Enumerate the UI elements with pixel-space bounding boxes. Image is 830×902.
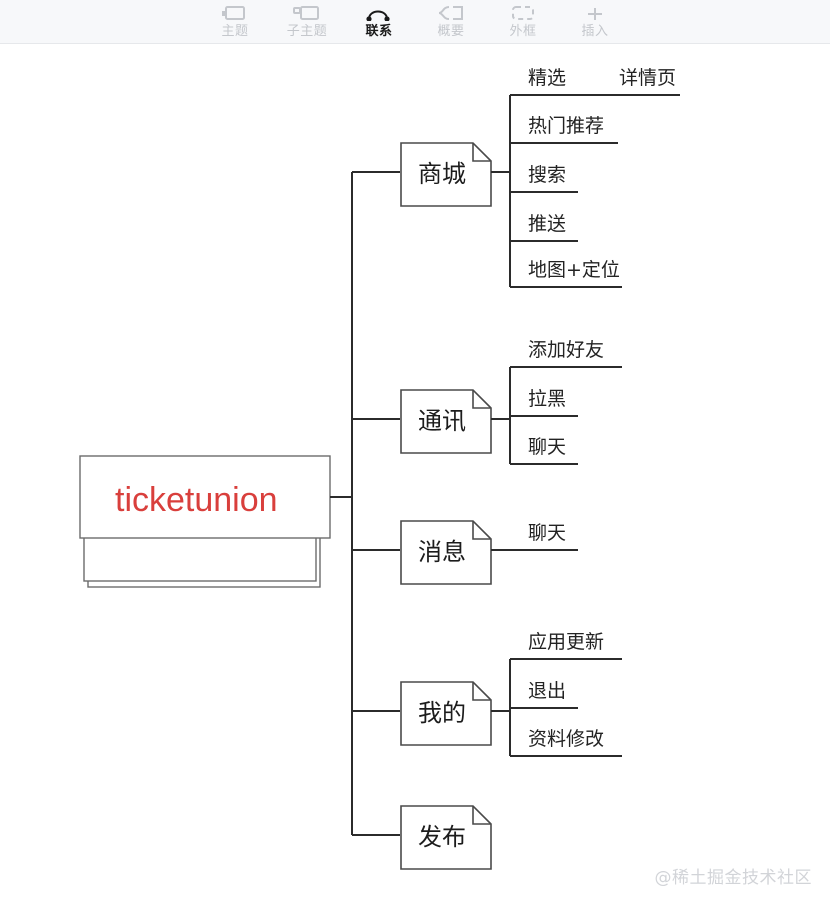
leaf-label-map-location: 地图+定位 [528, 259, 620, 281]
leaf-label-blacklist: 拉黑 [528, 388, 567, 410]
leaf-label-add-friend: 添加好友 [528, 339, 605, 361]
branch-label-shop: 商城 [418, 160, 466, 188]
branch-node-publish[interactable] [400, 805, 492, 870]
leaf-label-hot-recommend: 热门推荐 [528, 115, 605, 137]
topic-icon [221, 5, 249, 21]
insert-icon [581, 5, 609, 21]
mindmap-graphics [79, 94, 680, 870]
leaf-label-chat-msg: 聊天 [528, 522, 567, 544]
leaf-label-edit-profile: 资料修改 [528, 728, 605, 750]
branch-node-message[interactable] [400, 520, 492, 585]
toolbar-item-boundary-label: 外框 [509, 23, 537, 38]
toolbar-item-summary-label: 概要 [437, 23, 465, 38]
branch-node-communication[interactable] [400, 389, 492, 454]
toolbar-item-subtopic[interactable]: 子主题 [271, 0, 343, 43]
leaf-label-logout: 退出 [528, 680, 567, 702]
branch-node-shop[interactable] [400, 142, 492, 207]
root-node-label: ticketunion [115, 481, 278, 519]
toolbar-item-topic[interactable]: 主题 [199, 0, 271, 43]
leaf-label-chat-comm: 聊天 [528, 436, 567, 458]
communication-child-connectors [491, 366, 622, 465]
toolbar: 主题 子主题 联系 [0, 0, 830, 44]
toolbar-item-relation-label: 联系 [365, 23, 393, 38]
toolbar-item-relation[interactable]: 联系 [343, 0, 415, 43]
summary-icon [437, 5, 465, 21]
branch-label-mine: 我的 [418, 699, 466, 727]
leaf-label-search: 搜索 [528, 164, 567, 186]
relation-icon [365, 5, 393, 21]
subtopic-icon [293, 5, 321, 21]
leaf-label-detail-page: 详情页 [619, 67, 677, 89]
mine-child-connectors [491, 658, 622, 757]
leaf-label-push: 推送 [528, 213, 567, 235]
branch-node-mine[interactable] [400, 681, 492, 746]
toolbar-item-insert[interactable]: 插入 [559, 0, 631, 43]
boundary-icon [509, 5, 537, 21]
toolbar-item-boundary[interactable]: 外框 [487, 0, 559, 43]
branch-label-communication: 通讯 [418, 407, 466, 435]
toolbar-item-topic-label: 主题 [221, 23, 249, 38]
toolbar-item-summary[interactable]: 概要 [415, 0, 487, 43]
mindmap-canvas[interactable]: ticketunion 商城 通讯 消息 我的 发布 精选 详情页 热门推荐 搜… [0, 45, 830, 902]
toolbar-item-subtopic-label: 子主题 [286, 23, 328, 38]
leaf-label-featured: 精选 [528, 67, 567, 89]
shop-child-connectors [491, 94, 680, 288]
branch-label-message: 消息 [418, 538, 466, 566]
branch-label-publish: 发布 [418, 823, 466, 851]
root-node[interactable] [79, 455, 331, 588]
trunk-connectors [330, 171, 400, 836]
toolbar-item-insert-label: 插入 [581, 23, 609, 38]
watermark: @稀土掘金技术社区 [654, 868, 812, 888]
leaf-label-app-update: 应用更新 [528, 631, 605, 653]
